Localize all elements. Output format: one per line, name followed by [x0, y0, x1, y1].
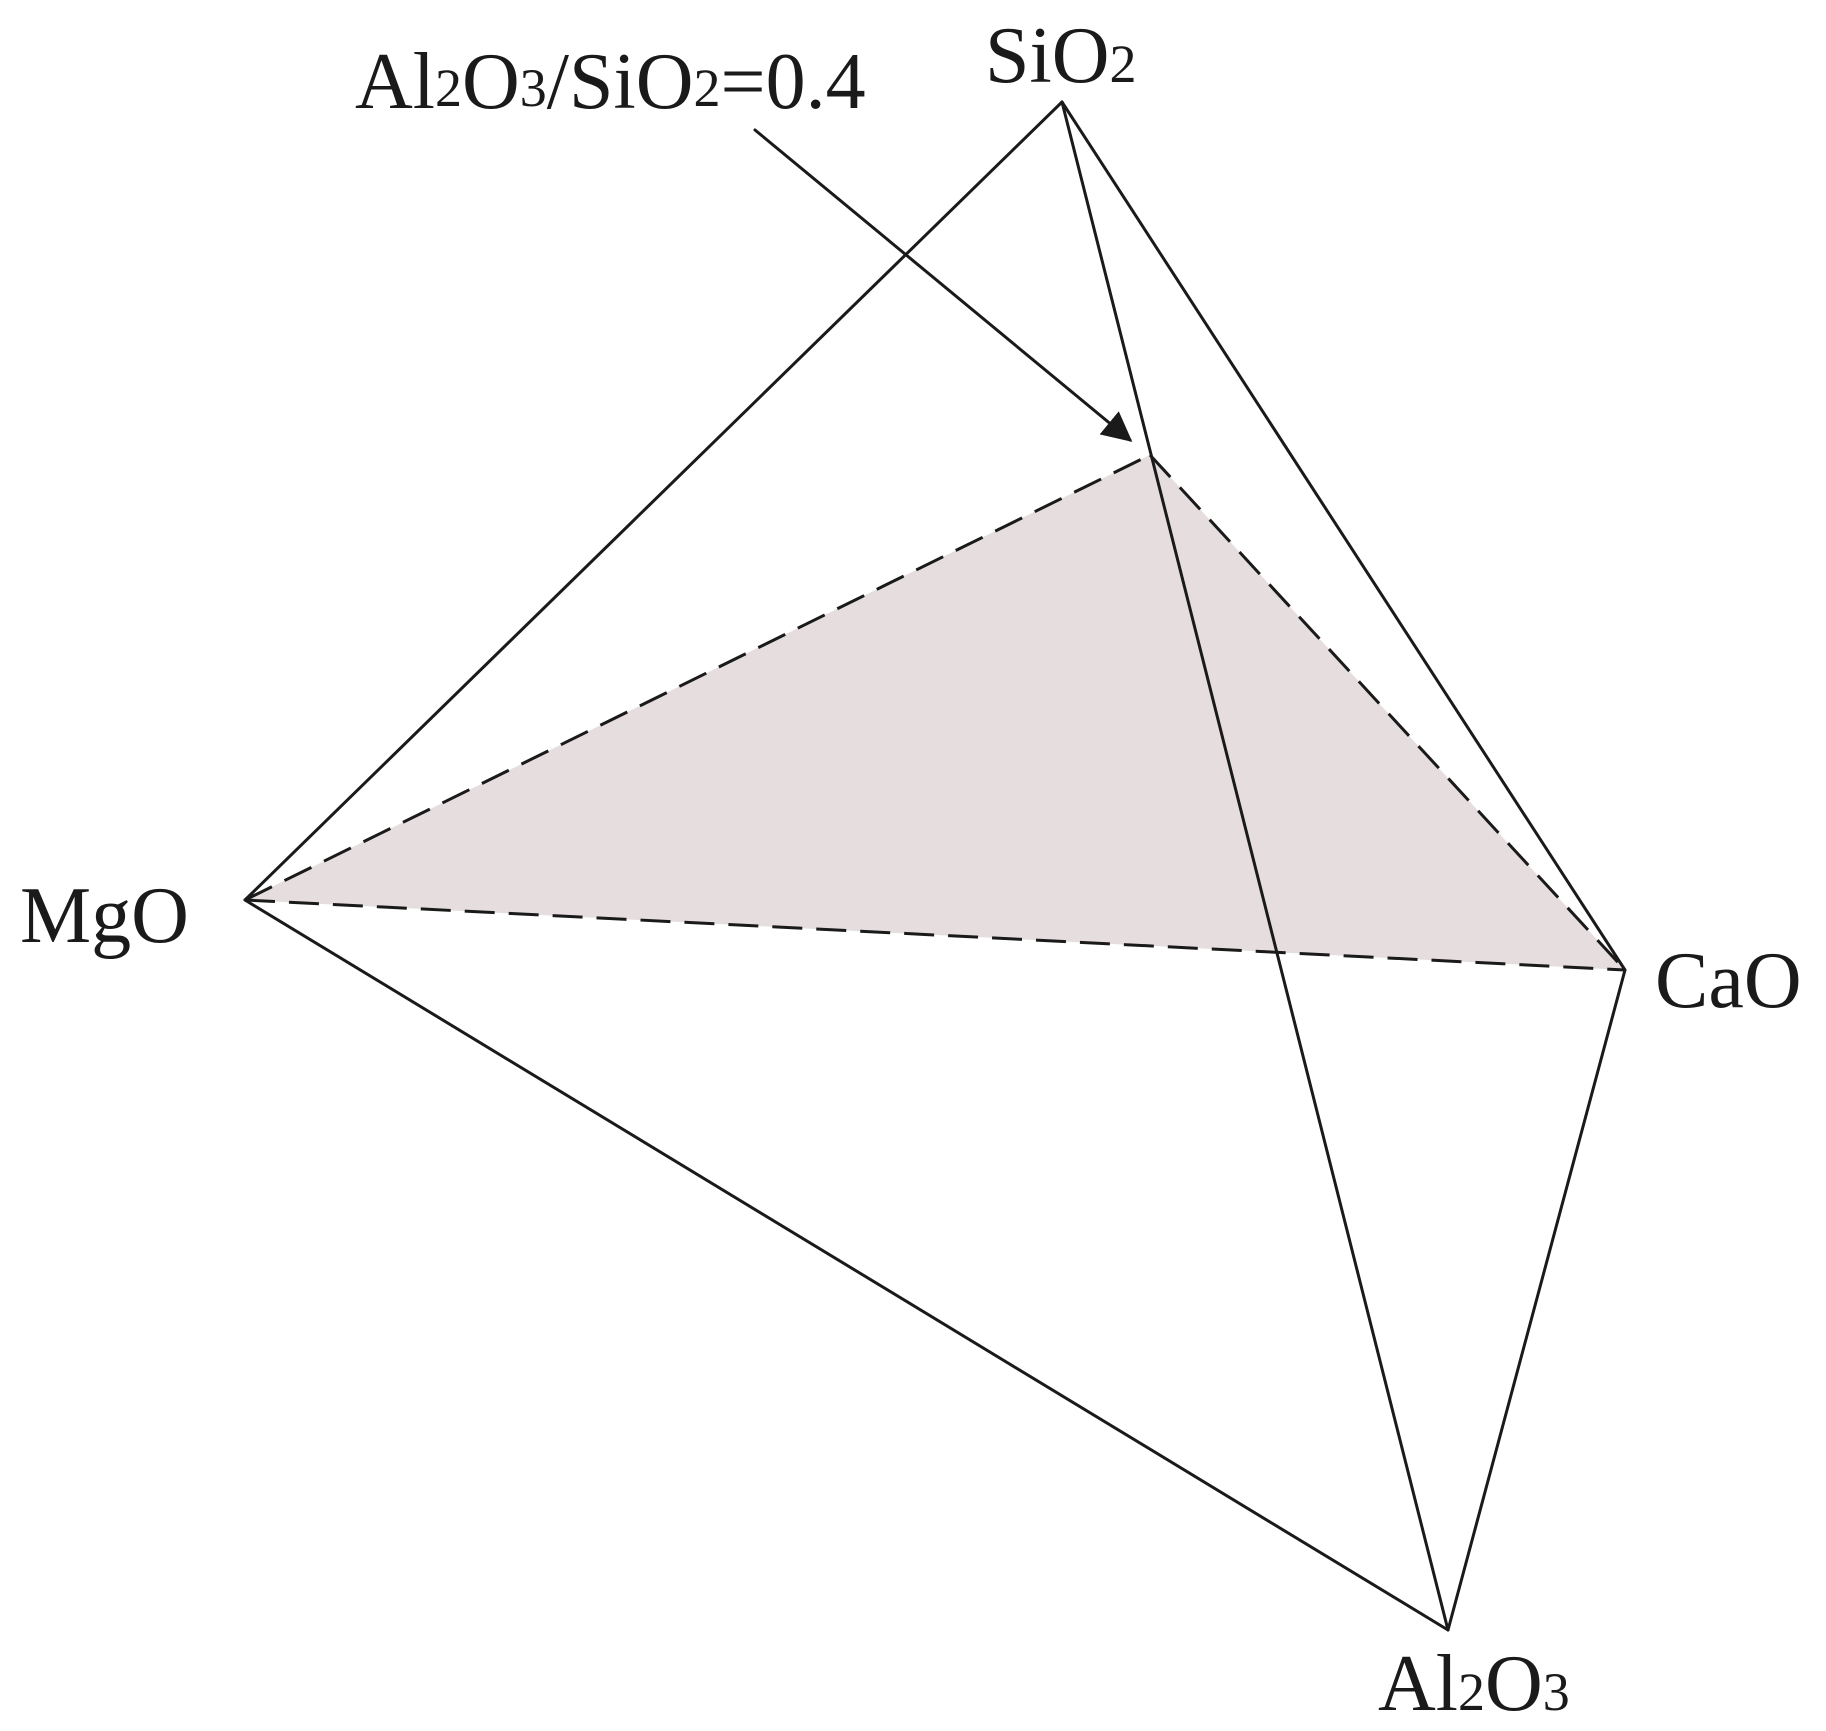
- section-plane: [245, 455, 1625, 970]
- annotation-arrow: [753, 128, 1133, 442]
- edge-mgo-sio2: [243, 100, 1064, 902]
- label-al2o3: Al2O3: [1378, 1640, 1570, 1728]
- label-plane-ratio: Al2O3/SiO2=0.4: [355, 38, 866, 126]
- edge-sio2-cao: [1060, 100, 1627, 972]
- label-sio2: SiO2: [985, 12, 1137, 100]
- label-mgo: MgO: [20, 872, 189, 960]
- edge-sio2-al2o3: [1060, 100, 1450, 1632]
- dashed-edge-mgo-cao: [244, 898, 1626, 972]
- dashed-edge-mgo-plane-apex: [244, 453, 1151, 902]
- edge-mgo-al2o3: [243, 898, 1450, 1632]
- label-cao: CaO: [1655, 937, 1802, 1025]
- dashed-edge-plane-apex-cao: [1148, 453, 1627, 972]
- edge-cao-al2o3: [1446, 968, 1627, 1632]
